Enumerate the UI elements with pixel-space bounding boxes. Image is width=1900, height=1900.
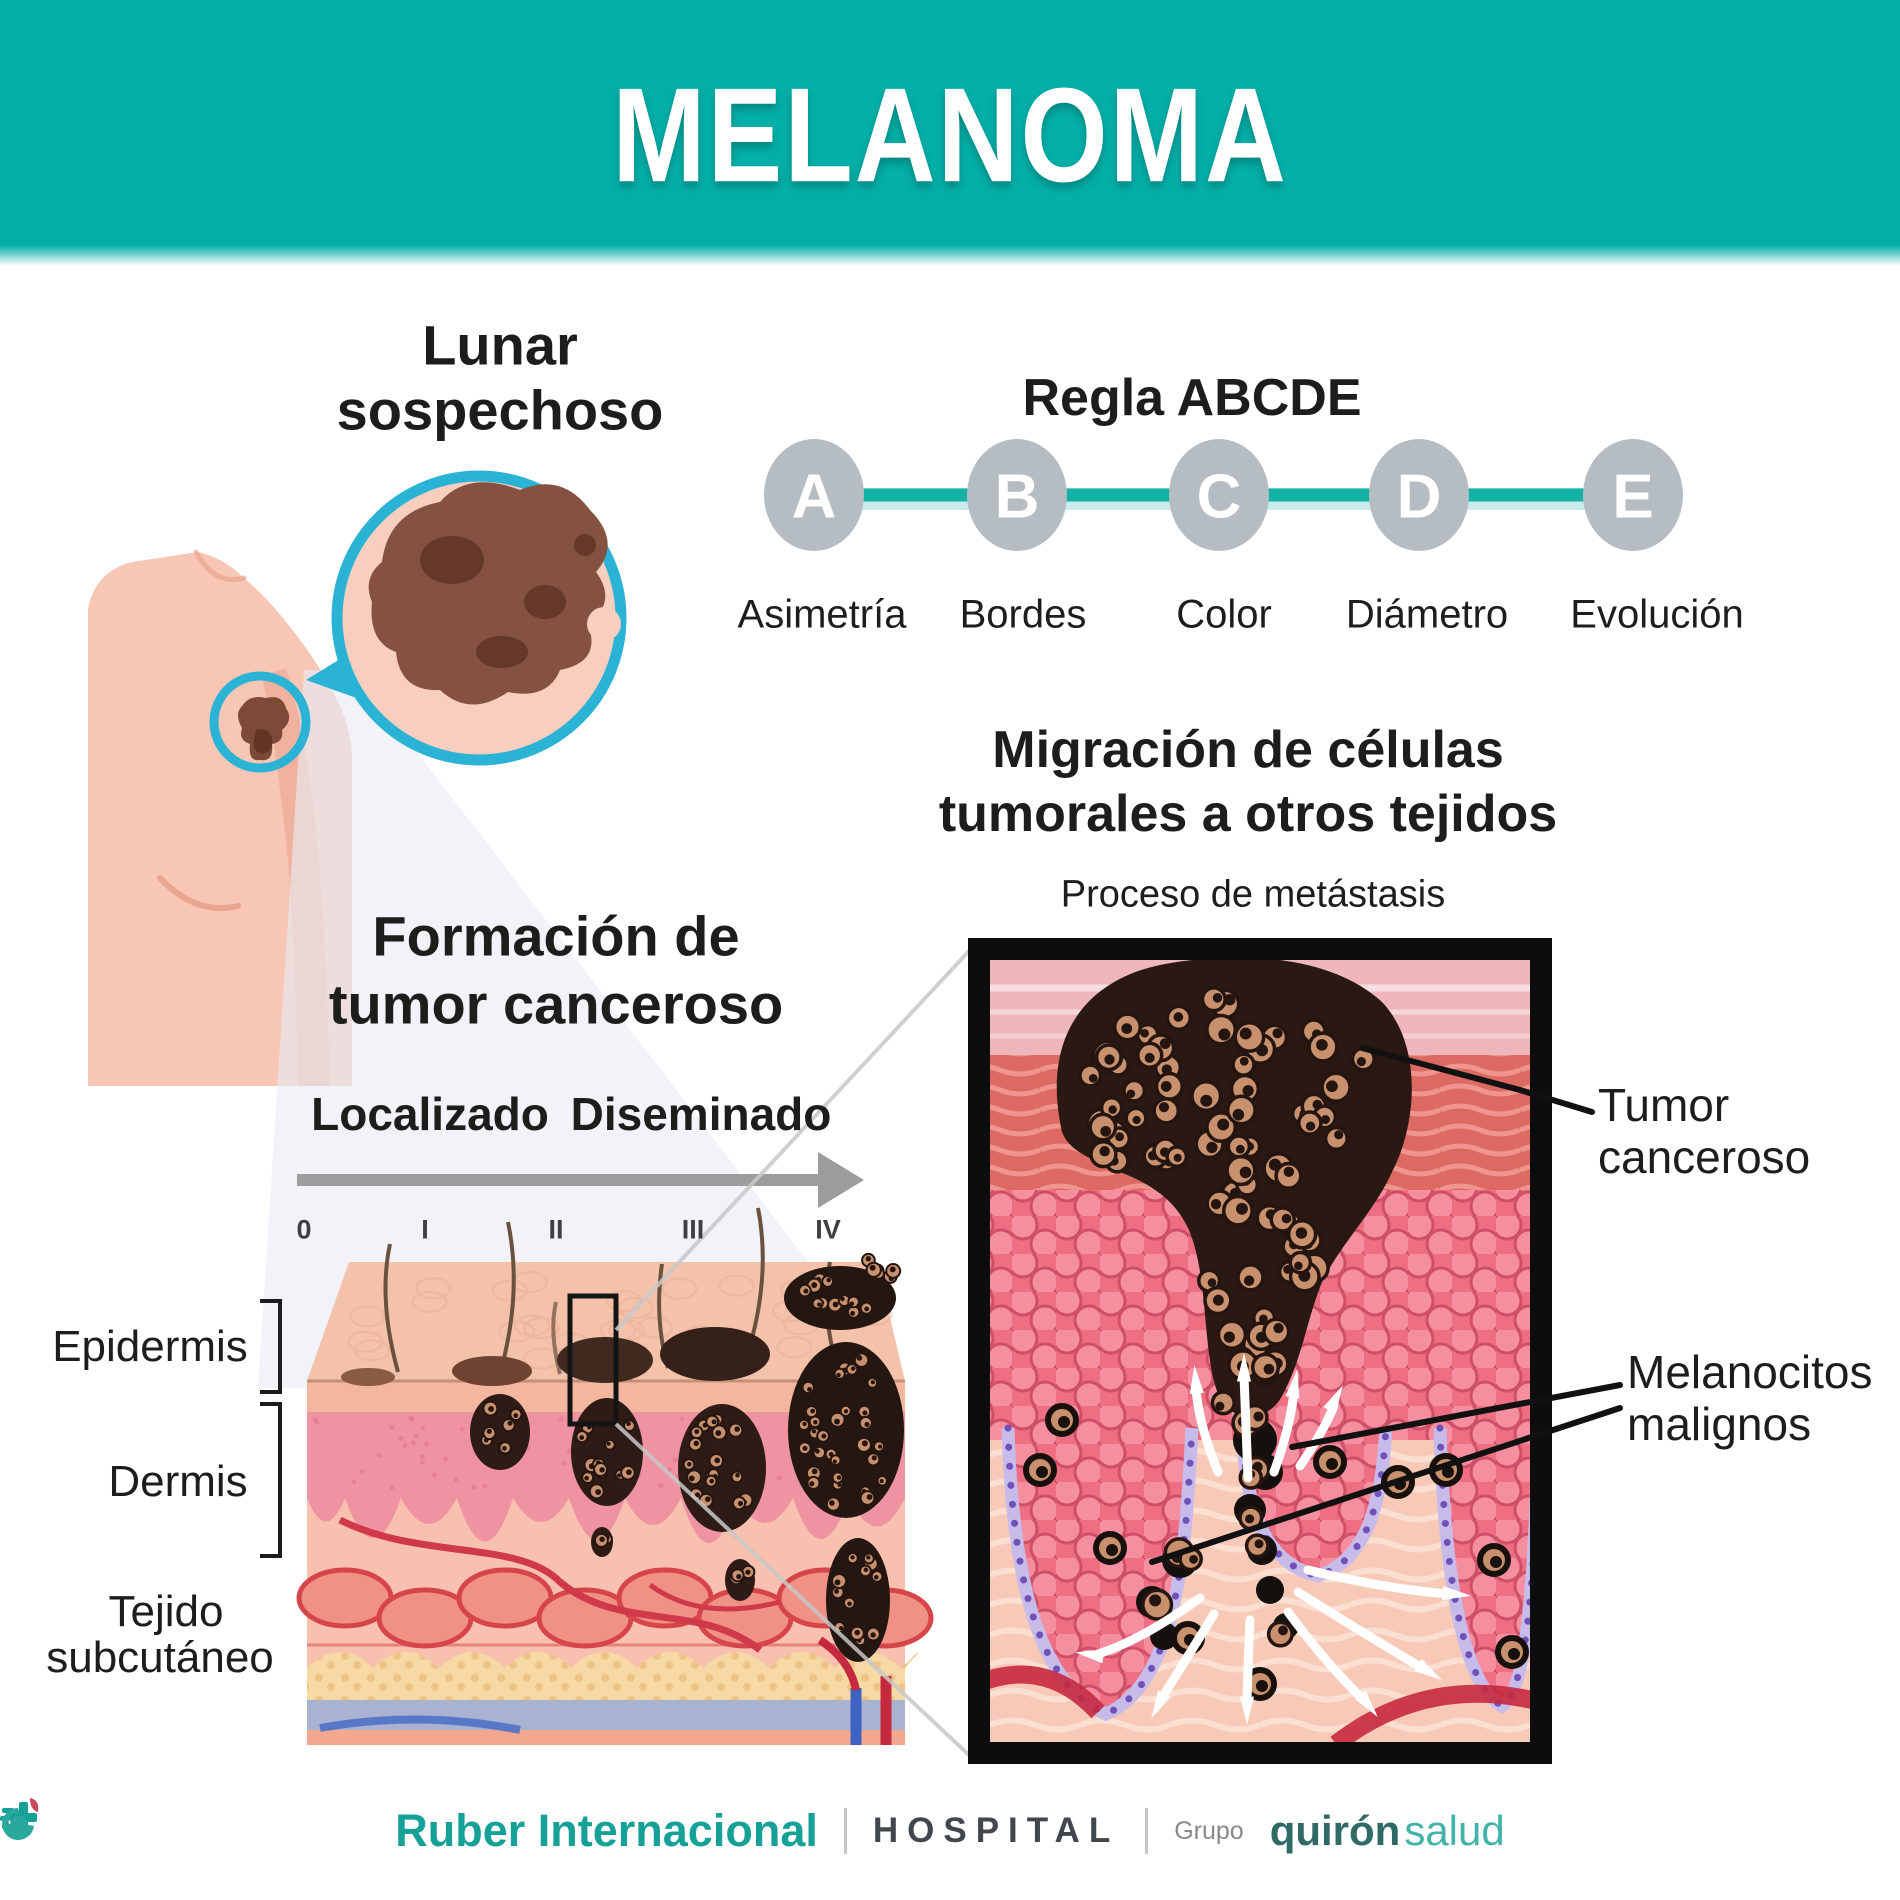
stage-label-diseminado: Diseminado [570,1088,832,1140]
formacion-title-line2: tumor canceroso [328,972,784,1036]
label-epidermis: Epidermis [52,1322,248,1371]
abcde-letter-b: B [994,462,1040,532]
skin-block-illustration [296,948,972,1758]
abcde-label-color: Color [1176,592,1272,637]
migration-arrows [1075,1353,1471,1725]
abcde-letter-d: D [1396,462,1442,532]
abcde-label-bordes: Bordes [959,592,1087,637]
mole-circle-icon [209,671,311,773]
stage-0: 0 [296,1214,312,1245]
stage-arrow [297,1152,864,1208]
abcde-letter-a: A [791,462,837,532]
stage-2: II [548,1214,564,1245]
label-dermis: Dermis [108,1457,248,1506]
label-tejido-line1: Tejido [108,1587,224,1636]
page-title: MELANOMA [612,60,1288,210]
quironsalud-mark-icon [2,1798,39,1840]
ruber-text: Ruber Internacional [395,1805,818,1856]
label-tejido-line2: subcutáneo [46,1633,274,1682]
abcde-chain [764,439,1683,551]
stage-label-localizado: Localizado [311,1088,549,1140]
quiron-text: quirón [1269,1807,1401,1854]
hospital-text: HOSPITAL [872,1811,1120,1850]
migracion-title-line1: Migración de células [992,721,1504,779]
beam-highlight [258,670,905,1388]
zoom-region-rectangle [567,1293,619,1427]
formacion-title-line1: Formación de [372,904,740,968]
metastasis-subtitle: Proceso de metástasis [1060,873,1446,916]
label-tumor-line2: canceroso [1598,1131,1811,1183]
stage-3: III [681,1214,705,1245]
abcde-title: Regla ABCDE [1022,369,1362,427]
magnified-mole-icon [331,470,627,766]
label-melano-line1: Melanocitos [1627,1346,1873,1398]
ruber-logo: Ruber Internacional [0,1802,818,1857]
abcde-letter-c: C [1196,462,1242,532]
footer-divider-2 [1145,1808,1149,1854]
label-melano-line2: malignos [1627,1398,1812,1450]
abcde-label-diametro: Diámetro [1345,592,1509,637]
abcde-letter-e: E [1612,462,1654,532]
footer-logos: Ruber Internacional HOSPITAL Grupo quiró… [0,1796,1900,1866]
header-band [0,0,1900,268]
pointer-lines [1149,1045,1623,1565]
panel-frame [968,938,1552,1764]
abcde-label-asimetria: Asimetría [737,592,907,637]
footer-divider-1 [843,1808,847,1854]
stage-4: IV [815,1214,841,1245]
label-tumor-line1: Tumor [1598,1079,1730,1131]
tumor-stages [341,1252,904,1662]
stage-1: I [421,1214,429,1245]
grupo-text: Grupo [1174,1816,1244,1845]
lunar-title-line2: sospechoso [336,378,664,442]
salud-text: salud [1404,1807,1505,1854]
abcde-label-evolucion: Evolución [1570,592,1744,637]
lunar-title-line1: Lunar [422,313,578,377]
metastasis-panel [968,938,1552,1764]
migracion-title-line2: tumorales a otros tejidos [938,785,1558,843]
layer-brackets [260,1299,282,1558]
